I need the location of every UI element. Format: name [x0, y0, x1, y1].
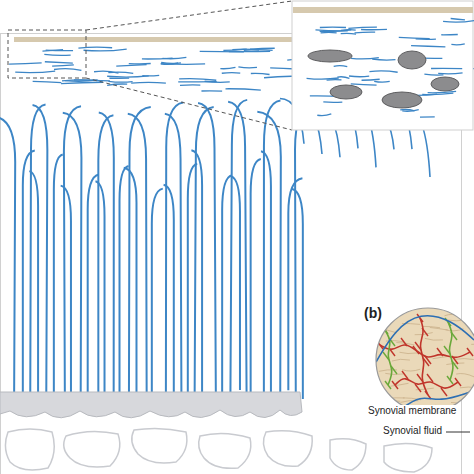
panel-letter: (b) — [364, 306, 382, 321]
part-label: Synovial membrane — [368, 405, 456, 416]
zoom-guides — [8, 1, 292, 130]
leader-line — [446, 432, 470, 433]
calcified-zone — [0, 392, 302, 418]
part-label: Synovial fluid — [383, 425, 442, 436]
panel-frame — [1, 34, 462, 474]
zoom-inset — [292, 1, 474, 130]
synovial-magnifier — [376, 307, 474, 414]
radial-fibres — [0, 98, 430, 399]
subchondral-bone — [5, 428, 432, 472]
